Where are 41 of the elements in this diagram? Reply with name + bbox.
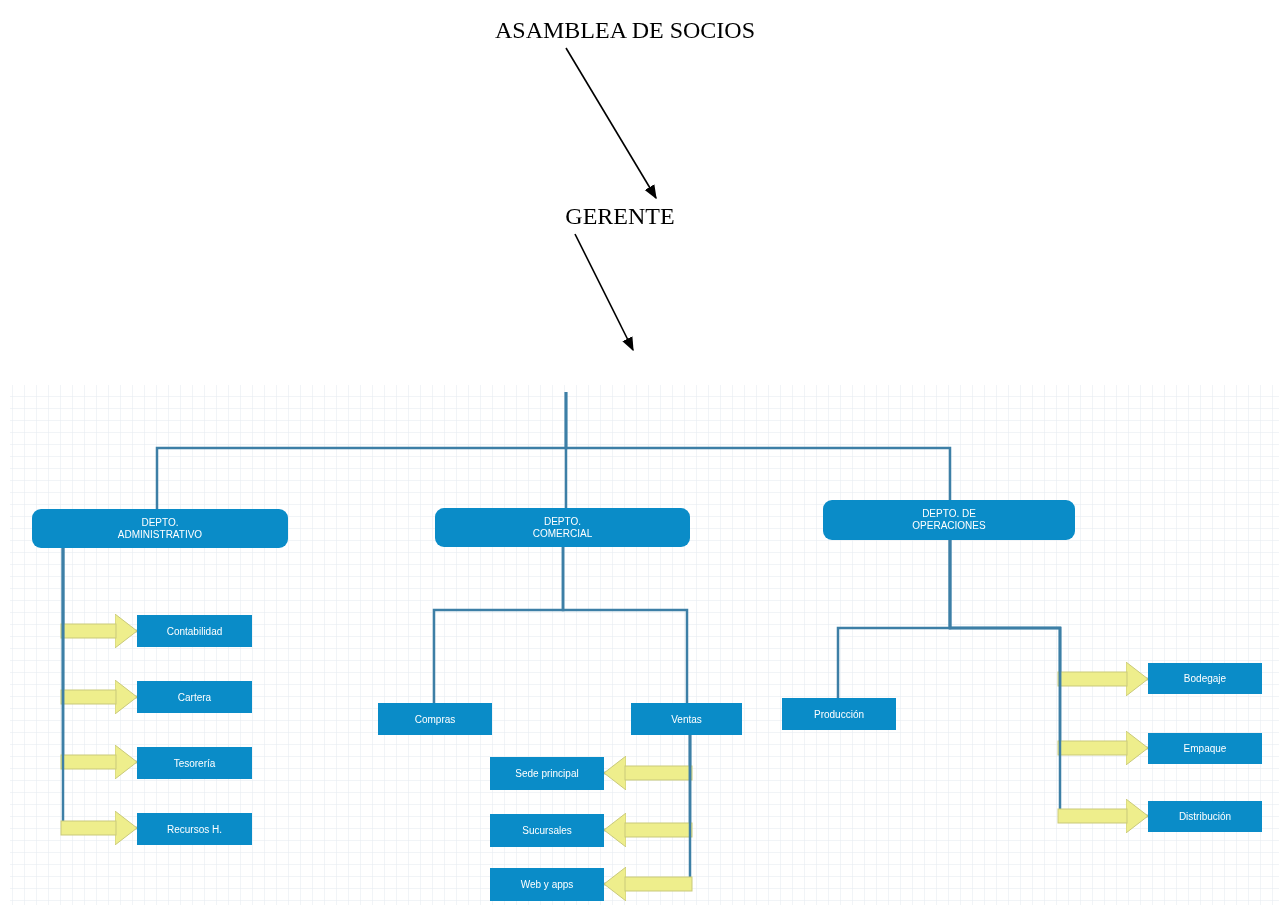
department-box: [823, 500, 1075, 540]
department-box: [435, 508, 690, 547]
box-label: Cartera: [177, 691, 212, 703]
unit-box: [378, 703, 492, 735]
box-label: Empaque: [1183, 743, 1227, 754]
unit-box: [490, 814, 604, 847]
box-label: DEPTO. COMERCIAL: [531, 515, 594, 540]
unit-box: [137, 615, 252, 647]
arrow: [574, 233, 634, 352]
title-text: ASAMBLEA DE SOCIOS: [494, 16, 755, 44]
department-box: [32, 509, 288, 548]
unit-box: [1148, 801, 1262, 832]
unit-box: [490, 757, 604, 790]
block-arrow: [948, 540, 1149, 834]
box-label: Web y apps: [520, 879, 574, 890]
box-label: DEPTO. DE OPERACIONES: [911, 508, 987, 532]
box-label: Ventas: [671, 713, 702, 725]
unit-box: [137, 813, 252, 845]
box-label: Recursos H.: [167, 823, 222, 835]
box-label: Distribución: [1178, 811, 1232, 822]
connector-line: [561, 547, 689, 703]
box-label: Sede principal: [515, 768, 579, 779]
unit-box: [782, 698, 896, 730]
box-label: Contabilidad: [166, 625, 223, 637]
unit-box: [490, 868, 604, 901]
box-label: Compras: [414, 713, 456, 725]
unit-box: [1148, 733, 1262, 764]
box-label: DEPTO. ADMINISTRATIVO: [116, 516, 204, 541]
title-text: GERENTE: [565, 202, 675, 230]
box-label: Bodegaje: [1183, 673, 1227, 684]
block-arrow: [603, 735, 693, 902]
unit-box: [631, 703, 742, 735]
unit-box: [1148, 663, 1262, 694]
block-arrow: [60, 548, 138, 846]
box-label: Tesorería: [173, 757, 216, 769]
box-label: Sucursales: [522, 825, 572, 836]
unit-box: [137, 747, 252, 779]
arrow: [565, 47, 657, 200]
connector-line: [564, 392, 952, 500]
box-label: Producción: [814, 708, 864, 720]
unit-box: [137, 681, 252, 713]
